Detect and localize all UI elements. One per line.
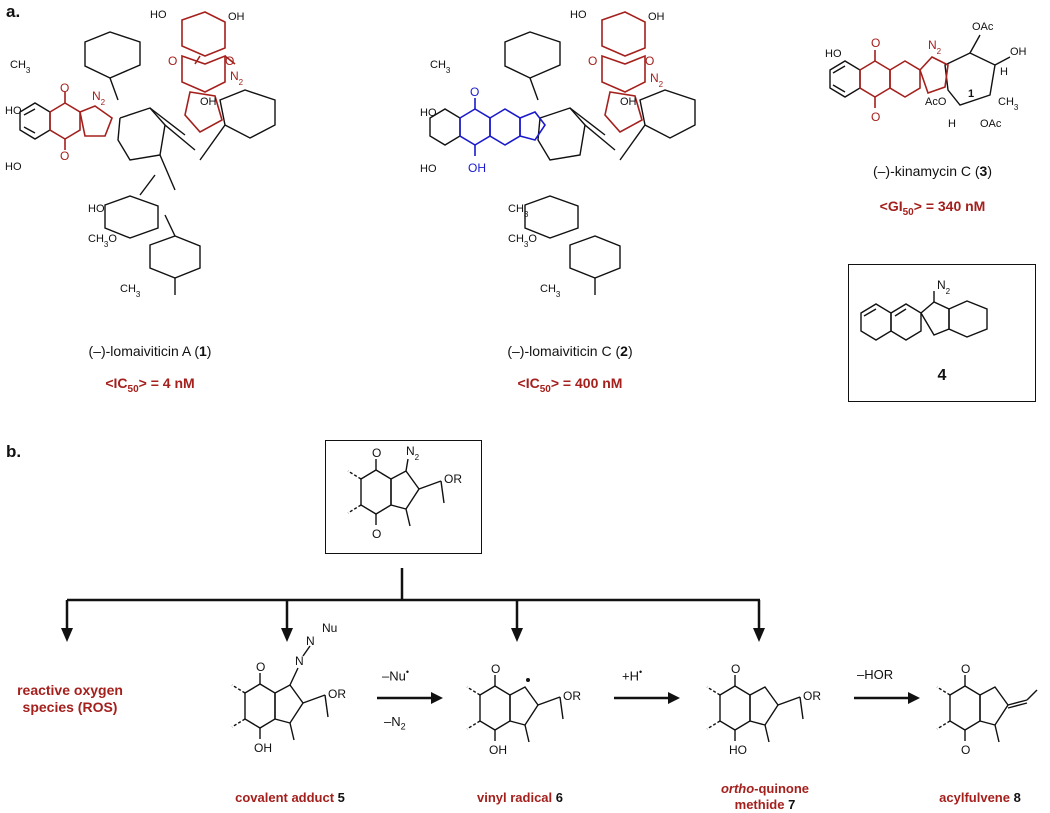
compound-3-activity: <GI50> = 340 nM bbox=[879, 198, 986, 218]
svg-text:OH: OH bbox=[228, 11, 245, 23]
svg-text:O: O bbox=[168, 54, 177, 68]
svg-text:OR: OR bbox=[563, 689, 581, 703]
svg-text:Nu: Nu bbox=[322, 621, 337, 635]
compound-2-activity: <IC50> = 400 nM bbox=[517, 375, 623, 395]
svg-text:O: O bbox=[470, 85, 479, 99]
vinyl-radical-structure: O OH OR bbox=[466, 662, 581, 757]
svg-text:O: O bbox=[645, 54, 654, 68]
ortho-quinone-methide-structure: O HO OR bbox=[706, 662, 821, 757]
arrow-1-top-label: –Nu• bbox=[382, 667, 410, 684]
svg-text:N2: N2 bbox=[406, 444, 420, 462]
svg-text:H: H bbox=[948, 118, 956, 130]
svg-text:O: O bbox=[961, 662, 970, 676]
svg-text:N2: N2 bbox=[937, 278, 951, 296]
acylfulvene-structure: O O bbox=[936, 662, 1038, 757]
svg-text:OR: OR bbox=[803, 689, 821, 703]
compound-3-name: (–)-kinamycin C (3) bbox=[872, 163, 993, 179]
svg-text:N2: N2 bbox=[928, 38, 942, 56]
arrow-1-bottom-label: –N2 bbox=[384, 714, 406, 732]
compound-4-label: 4 bbox=[937, 367, 947, 384]
svg-text:CH3: CH3 bbox=[540, 283, 561, 299]
svg-text:OR: OR bbox=[444, 472, 462, 486]
svg-text:OH: OH bbox=[648, 11, 665, 23]
svg-text:OR: OR bbox=[328, 687, 346, 701]
svg-text:HO: HO bbox=[825, 48, 842, 60]
svg-text:HO: HO bbox=[5, 161, 22, 173]
svg-text:O: O bbox=[372, 446, 381, 460]
lomaiviticin-c-structure: HO OH HO HO CH3 CH3 CH3O OH CH3 O OH O O N2 bbox=[420, 9, 696, 299]
ortho-quinone-methide-label: ortho-quinone methide 7 bbox=[720, 781, 810, 812]
svg-text:OH: OH bbox=[620, 96, 637, 108]
compound-1-name: (–)-lomaiviticin A (1) bbox=[88, 343, 212, 359]
svg-text:HO: HO bbox=[5, 105, 22, 117]
compound-4-structure: N2 bbox=[860, 278, 988, 341]
svg-text:CH3: CH3 bbox=[508, 203, 529, 219]
covalent-adduct-label: covalent adduct 5 bbox=[235, 790, 345, 805]
svg-text:CH3: CH3 bbox=[120, 283, 141, 299]
svg-text:OH: OH bbox=[468, 161, 486, 175]
arrow-1 bbox=[377, 692, 443, 704]
vinyl-radical-label: vinyl radical 6 bbox=[477, 790, 563, 805]
svg-text:HO: HO bbox=[88, 203, 105, 215]
svg-text:1: 1 bbox=[968, 88, 974, 100]
compound-1-activity: <IC50> = 4 nM bbox=[105, 375, 195, 395]
compound-2-name: (–)-lomaiviticin C (2) bbox=[507, 343, 633, 359]
svg-text:HO: HO bbox=[420, 107, 437, 119]
svg-text:HO: HO bbox=[570, 9, 587, 21]
svg-text:OH: OH bbox=[200, 96, 217, 108]
svg-text:O: O bbox=[60, 149, 69, 163]
svg-text:N2: N2 bbox=[92, 89, 106, 107]
compound-4-box: N2 4 bbox=[848, 264, 1036, 402]
svg-text:O: O bbox=[256, 660, 265, 674]
svg-text:O: O bbox=[731, 662, 740, 676]
svg-text:O: O bbox=[225, 54, 234, 68]
svg-text:O: O bbox=[588, 54, 597, 68]
svg-text:OH: OH bbox=[254, 741, 272, 755]
svg-text:O: O bbox=[372, 527, 381, 541]
svg-text:CH3: CH3 bbox=[10, 59, 31, 75]
svg-text:N: N bbox=[306, 634, 315, 648]
arrow-3-top-label: –HOR bbox=[857, 667, 894, 682]
svg-text:N: N bbox=[295, 654, 304, 668]
svg-text:O: O bbox=[491, 662, 500, 676]
svg-text:N2: N2 bbox=[230, 69, 244, 87]
lomaiviticin-a-structure: HO OH HO HO CH3 HO CH3O OH CH3 N2 N2 O O… bbox=[5, 9, 276, 299]
svg-text:OH: OH bbox=[489, 743, 507, 757]
svg-text:O: O bbox=[60, 81, 69, 95]
svg-text:N2: N2 bbox=[650, 71, 664, 89]
svg-text:HO: HO bbox=[150, 9, 167, 21]
svg-text:O: O bbox=[871, 110, 880, 124]
warhead-core-box: O O N2 OR bbox=[325, 440, 482, 554]
pathway-branch-arrows bbox=[61, 568, 765, 642]
svg-text:HO: HO bbox=[729, 743, 747, 757]
panel-b-label: b. bbox=[6, 442, 22, 461]
svg-text:OAc: OAc bbox=[972, 21, 994, 33]
svg-text:OH: OH bbox=[1010, 46, 1027, 58]
svg-text:O: O bbox=[871, 36, 880, 50]
svg-text:OAc: OAc bbox=[980, 118, 1002, 130]
acylfulvene-label: acylfulvene 8 bbox=[939, 790, 1021, 805]
svg-text:HO: HO bbox=[420, 163, 437, 175]
covalent-adduct-structure: O OH N N Nu OR bbox=[231, 621, 346, 755]
diazofluorene-core-structure: O O N2 OR bbox=[347, 444, 462, 541]
svg-text:H: H bbox=[1000, 66, 1008, 78]
svg-text:O: O bbox=[961, 743, 970, 757]
panel-a-label: a. bbox=[6, 2, 21, 21]
kinamycin-c-structure: HO OAc H OH CH3 AcO 1 H OAc O O N2 bbox=[825, 21, 1027, 130]
svg-text:CH3: CH3 bbox=[430, 59, 451, 75]
arrow-3 bbox=[854, 692, 920, 704]
svg-text:CH3O: CH3O bbox=[508, 233, 537, 249]
svg-text:CH3O: CH3O bbox=[88, 233, 117, 249]
arrow-2-top-label: +H• bbox=[622, 667, 643, 684]
svg-text:AcO: AcO bbox=[925, 96, 947, 108]
svg-text:CH3: CH3 bbox=[998, 96, 1019, 112]
arrow-2 bbox=[614, 692, 680, 704]
